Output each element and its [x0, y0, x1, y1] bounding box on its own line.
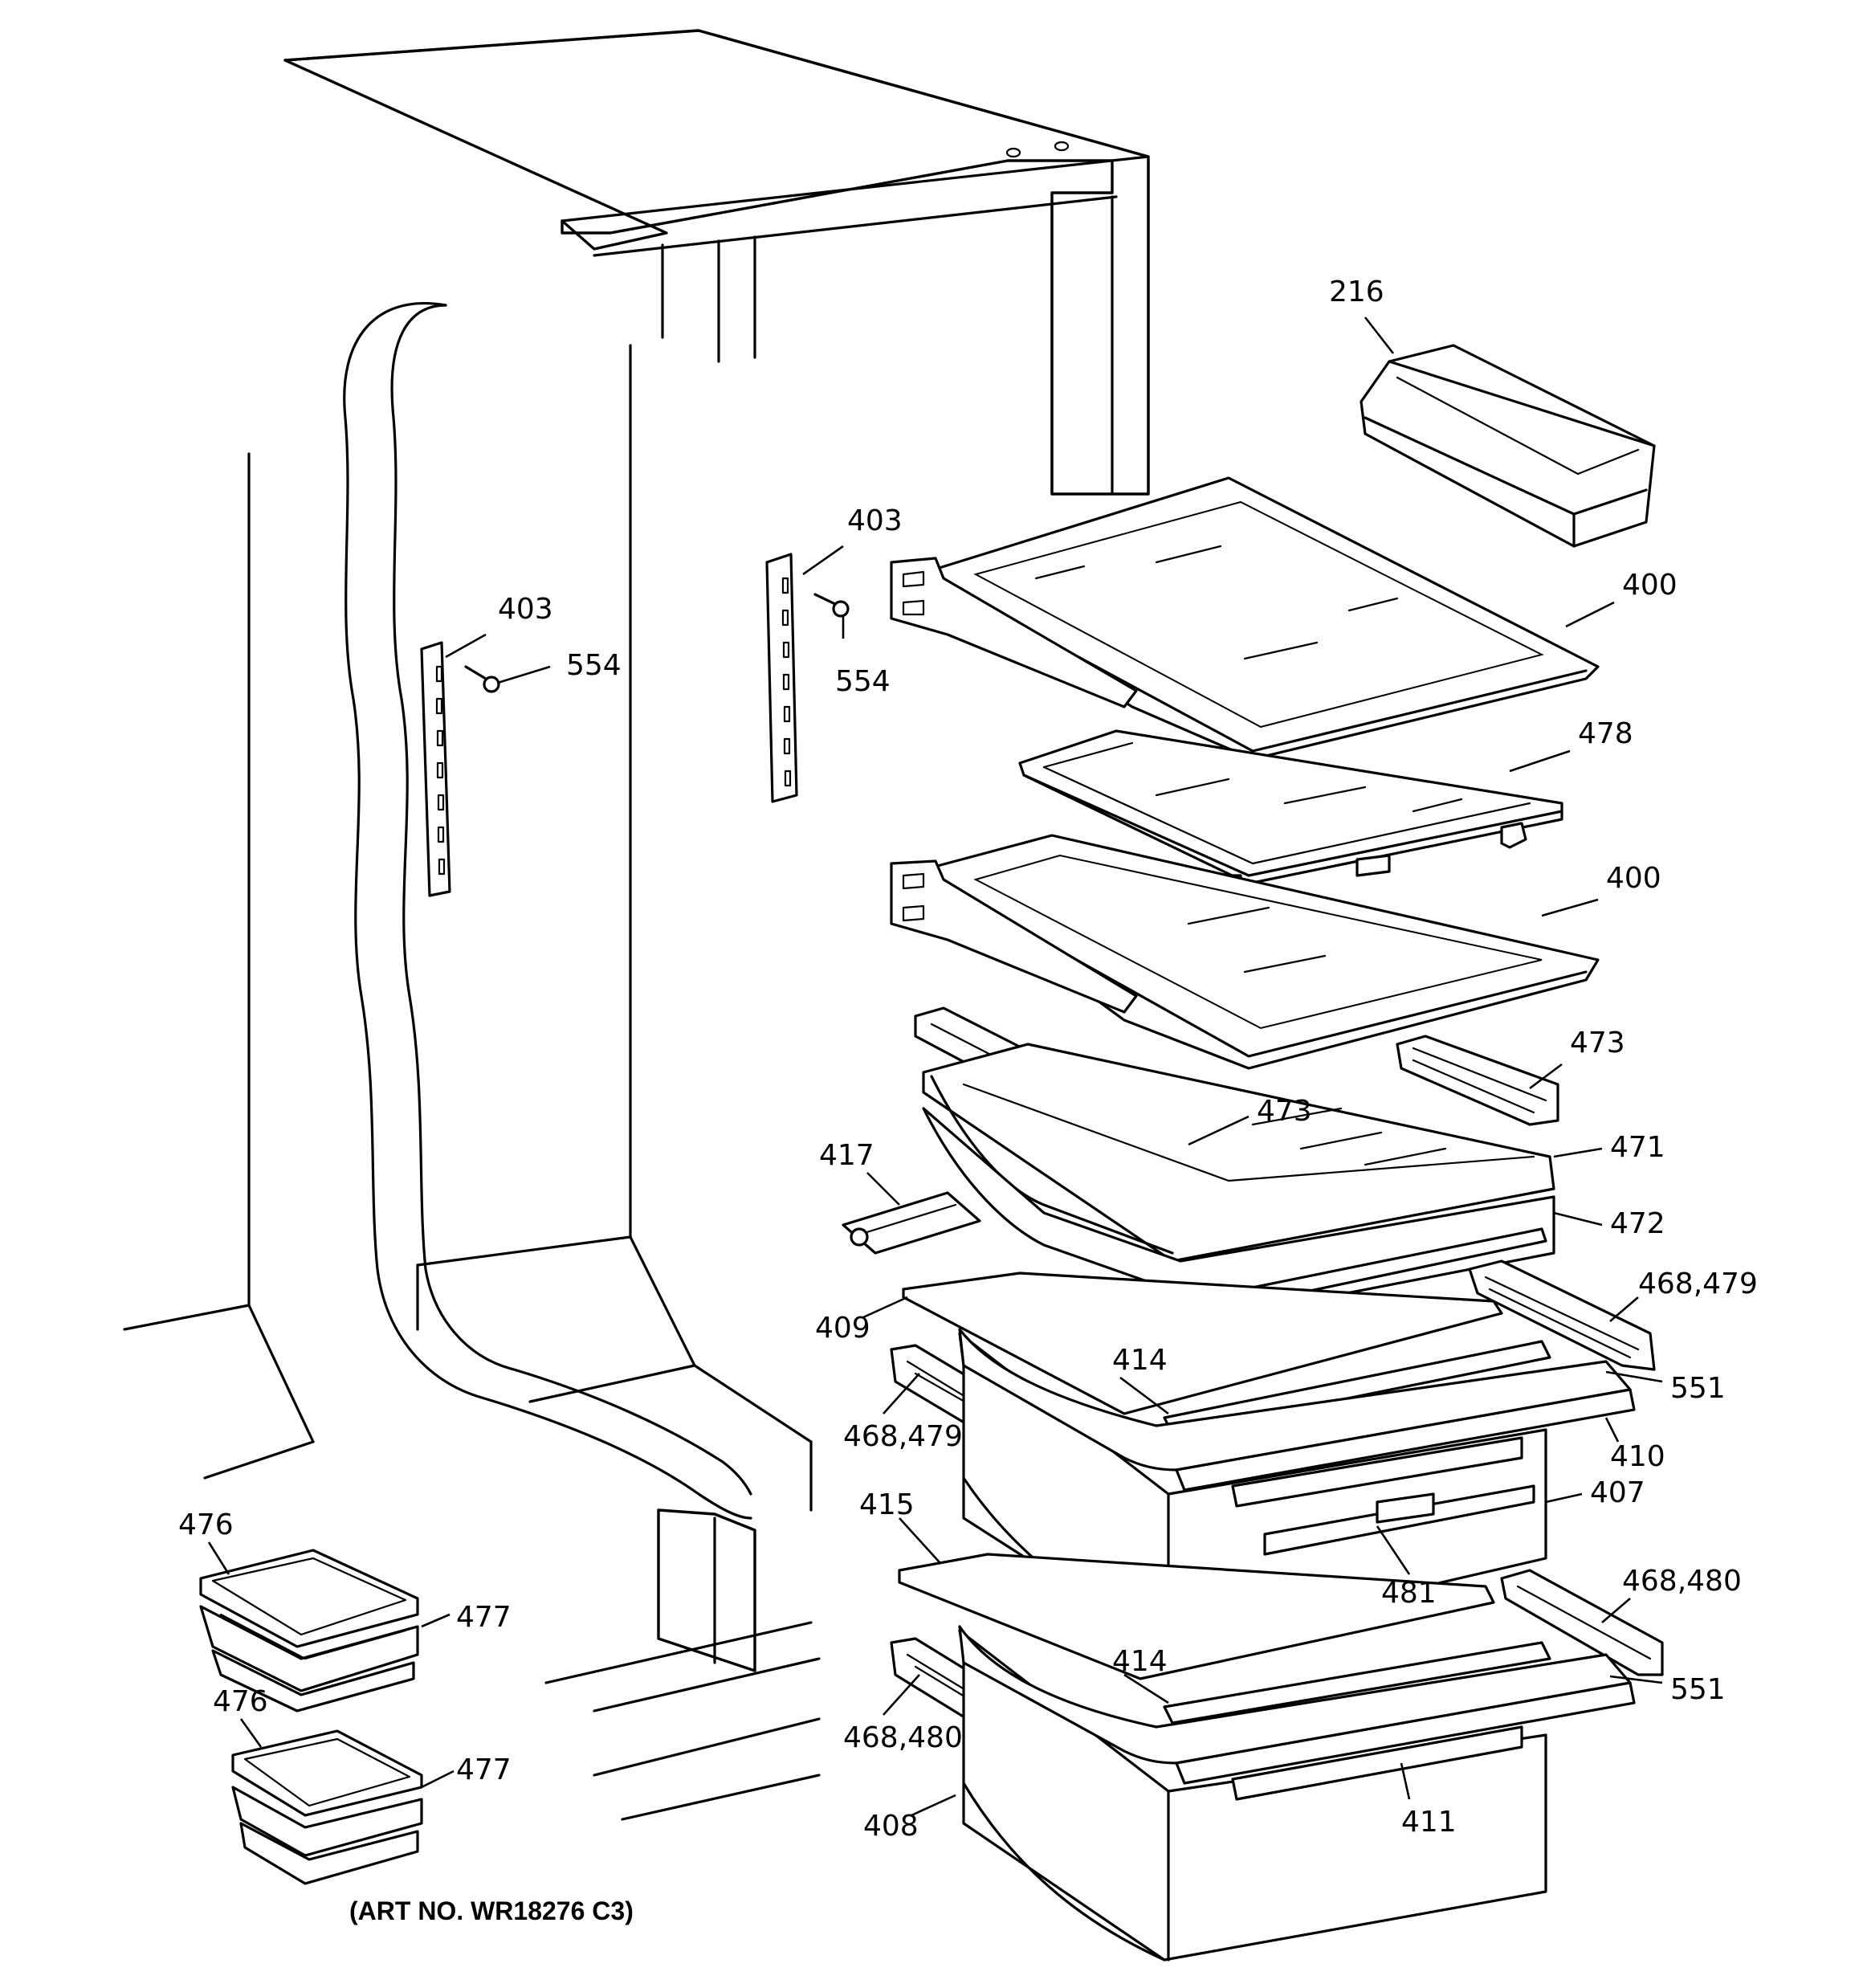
shelf-screw-right [813, 593, 850, 618]
callout-414-bottom: 414 [1112, 1645, 1168, 1678]
bar-414-bottom [1163, 1641, 1551, 1725]
refrigerator-cabinet [123, 29, 1150, 1821]
glass-shelf-top [890, 476, 1600, 761]
callout-400-second: 400 [1606, 862, 1661, 895]
drawer-slide-473-right [1396, 1035, 1559, 1126]
door-bin-216 [1360, 344, 1656, 548]
handle-411 [1231, 1725, 1523, 1801]
roller-417 [842, 1191, 981, 1255]
callout-554-right: 554 [835, 665, 891, 698]
shelf-screw-left [464, 665, 500, 693]
art-number: (ART NO. WR18276 C3) [349, 1896, 634, 1925]
crisper-pan-471 [922, 1043, 1555, 1263]
callout-481: 481 [1381, 1577, 1437, 1610]
callout-477-upper: 477 [456, 1601, 512, 1634]
callout-417: 417 [819, 1139, 874, 1172]
callout-410: 410 [1610, 1440, 1665, 1473]
dairy-tray-upper [199, 1549, 419, 1712]
callout-551-top: 551 [1670, 1372, 1726, 1405]
callout-468-480-right: 468,480 [1622, 1565, 1742, 1598]
callout-471: 471 [1610, 1131, 1665, 1164]
callout-473-right: 473 [1570, 1027, 1625, 1059]
callout-477-lower: 477 [456, 1753, 512, 1786]
callout-407: 407 [1590, 1476, 1645, 1509]
callout-473-left: 473 [1257, 1095, 1312, 1128]
drawer-408 [958, 1625, 1636, 1961]
callout-472: 472 [1610, 1207, 1665, 1240]
callout-468-479-right: 468,479 [1638, 1268, 1758, 1300]
callout-409: 409 [815, 1312, 870, 1345]
callout-478: 478 [1578, 717, 1633, 750]
callout-554-left: 554 [566, 649, 622, 682]
slide-468-479-right [1468, 1259, 1656, 1371]
callout-415: 415 [859, 1488, 915, 1521]
shelf-ladder-right [765, 553, 798, 803]
callout-400-top: 400 [1622, 569, 1678, 602]
callout-labels: 216 403 403 554 554 400 478 400 473 473 … [178, 276, 1758, 1843]
glass-panel-415 [898, 1553, 1495, 1680]
callout-468-480-left: 468,480 [843, 1721, 963, 1754]
callout-476-lower: 476 [213, 1685, 268, 1718]
callout-551-bottom: 551 [1670, 1673, 1726, 1706]
callout-408: 408 [863, 1810, 919, 1843]
callout-411: 411 [1401, 1806, 1457, 1839]
trim-481 [1231, 1436, 1535, 1556]
shelf-ladder-left [420, 641, 451, 897]
callout-476-upper: 476 [178, 1508, 234, 1541]
leader-lines [207, 316, 1663, 1817]
callout-468-479-left: 468,479 [843, 1420, 963, 1453]
glass-shelf-second [890, 834, 1600, 1070]
callout-403-left: 403 [498, 593, 553, 626]
callout-403-right: 403 [847, 504, 903, 537]
glass-panel-409 [902, 1272, 1503, 1415]
dairy-tray-lower [231, 1729, 423, 1885]
callout-414-top: 414 [1112, 1344, 1168, 1377]
slide-468-480-right [1500, 1569, 1664, 1676]
callout-216: 216 [1329, 276, 1384, 308]
